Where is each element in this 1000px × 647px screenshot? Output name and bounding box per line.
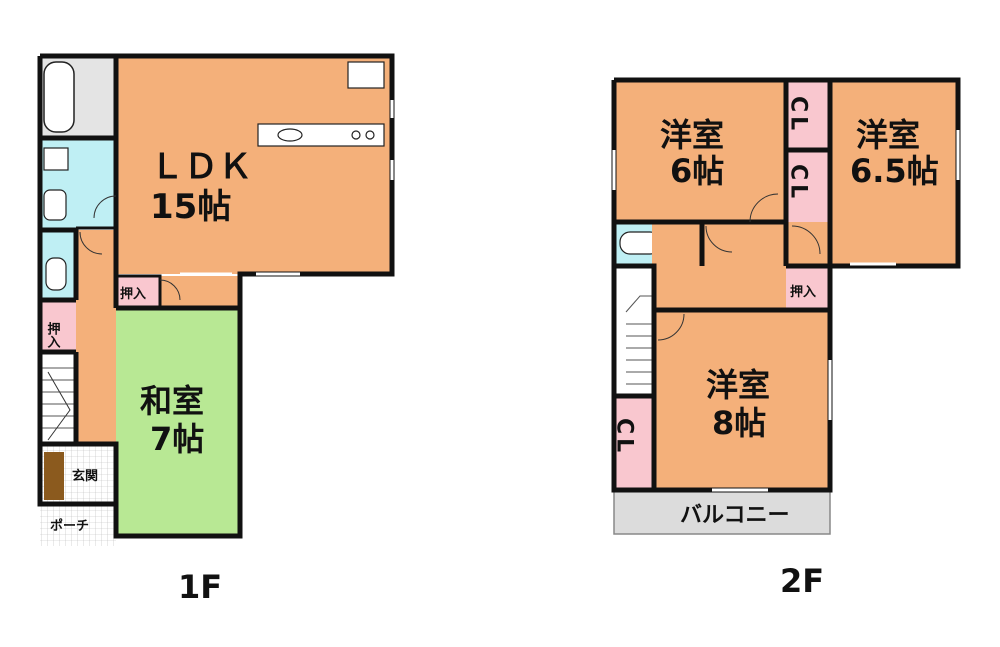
- room-65-lower: [786, 222, 830, 264]
- stairs-arrow: [47, 371, 71, 441]
- stairs-1f: [40, 356, 76, 444]
- door-swing: [159, 279, 181, 301]
- genkan-label: 玄関: [72, 468, 98, 484]
- closet-b: [786, 152, 830, 222]
- fridge-icon: [347, 61, 385, 89]
- hallway-2f: [652, 224, 786, 310]
- oshiire-side-label: 押入: [45, 321, 61, 348]
- stove-icon: [351, 130, 361, 140]
- washitsu-size: 7帖: [150, 420, 204, 458]
- floor-1f: ＬＤＫ 15帖 和室 7帖 押入 押入 玄関 ポーチ 1F: [37, 53, 395, 606]
- walls-2f: [611, 77, 961, 493]
- closet-a-label: CL: [786, 96, 811, 134]
- room-8-size: 8帖: [712, 404, 766, 442]
- closet-a: [786, 80, 830, 148]
- room-6: [614, 80, 786, 220]
- door-swing: [791, 225, 821, 255]
- door-swing: [657, 313, 685, 341]
- washitsu-room: [116, 308, 240, 536]
- shoe-cabinet: [44, 452, 64, 500]
- corridor-1f: [160, 276, 240, 308]
- room-6-size: 6帖: [670, 152, 724, 190]
- porch-label: ポーチ: [50, 518, 89, 534]
- room-6-label: 洋室: [660, 116, 724, 154]
- stairs-lines-2f: [625, 295, 652, 385]
- floor-1f-label: 1F: [178, 568, 222, 606]
- ldk-label: ＬＤＫ: [150, 147, 252, 187]
- oshiire-top: [116, 276, 160, 308]
- closet-b-label: CL: [786, 164, 811, 202]
- ldk-room: [116, 56, 392, 274]
- room-8-label: 洋室: [706, 366, 770, 404]
- window-marks: [180, 100, 394, 276]
- closet-c: [614, 398, 654, 490]
- oshiire-2f: [786, 266, 830, 310]
- balcony: [613, 489, 831, 535]
- washing-machine-icon: [43, 147, 69, 171]
- room-65-size: 6.5帖: [850, 152, 939, 190]
- stairs-2f: [614, 266, 654, 396]
- room-65-label: 洋室: [856, 116, 920, 154]
- washitsu-label: 和室: [140, 382, 204, 420]
- window-marks-2f: [612, 130, 960, 492]
- balcony-label: バルコニー: [680, 503, 790, 528]
- hallway-1f: [76, 230, 116, 444]
- inner-walls-1f: [76, 226, 162, 308]
- floor-2f: 洋室 6帖 洋室 6.5帖 洋室 8帖 CL CL CL 押入 バルコニー 2F: [611, 77, 961, 600]
- ldk-size: 15帖: [150, 187, 231, 227]
- kitchen-sink-icon: [277, 128, 303, 142]
- oshiire-side: [40, 300, 76, 352]
- door-swing: [705, 225, 733, 253]
- oshiire-top-label: 押入: [120, 286, 146, 302]
- door-swing: [749, 193, 779, 223]
- floor-2f-label: 2F: [780, 562, 824, 600]
- closet-c-label: CL: [612, 418, 637, 456]
- porch: [40, 504, 116, 546]
- sink-icon: [43, 189, 67, 221]
- stove-icon-2: [365, 130, 375, 140]
- door-swing: [79, 231, 103, 255]
- walls-1f: [37, 53, 395, 539]
- kitchen-counter: [257, 123, 385, 147]
- room-65: [830, 80, 958, 264]
- door-swing: [93, 195, 117, 219]
- stairs-lines: [42, 367, 74, 429]
- toilet-icon: [45, 257, 67, 291]
- bathtub-icon: [43, 61, 75, 133]
- oshiire-2f-label: 押入: [790, 284, 816, 300]
- room-8: [654, 310, 830, 490]
